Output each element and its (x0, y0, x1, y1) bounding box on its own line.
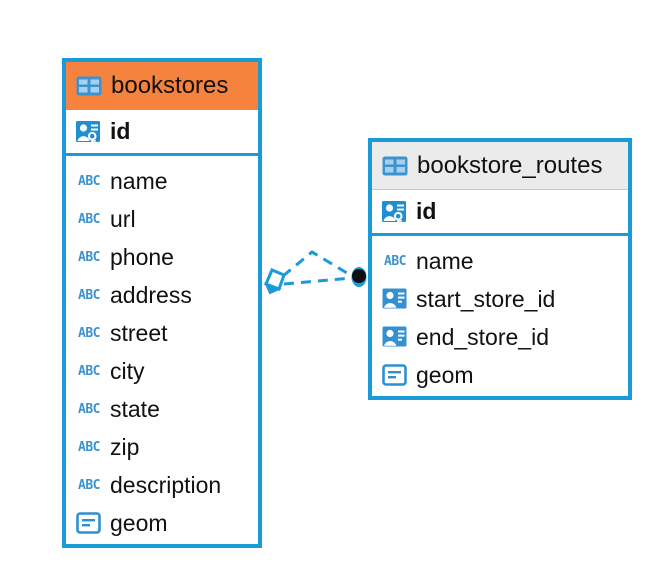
table-icon (382, 156, 408, 176)
field-row-state[interactable]: ABC state (66, 390, 258, 428)
entity-header-bookstore-routes[interactable]: bookstore_routes (372, 142, 628, 190)
field-label: name (110, 167, 168, 194)
field-row-end-store-id[interactable]: end_store_id (372, 318, 628, 356)
relationship-line-lower (283, 276, 353, 286)
primary-key-icon (382, 200, 408, 224)
field-row-url[interactable]: ABC url (66, 200, 258, 238)
filled-circle-marker (351, 267, 367, 287)
field-label: state (110, 395, 160, 422)
field-label: name (416, 247, 474, 274)
abc-icon: ABC (78, 325, 100, 341)
foreign-key-icon (382, 288, 408, 310)
field-label: description (110, 471, 222, 498)
field-row-name[interactable]: ABC name (372, 242, 628, 280)
field-row-address[interactable]: ABC address (66, 276, 258, 314)
field-label: street (110, 319, 168, 346)
abc-icon: ABC (78, 211, 100, 227)
geometry-icon (76, 512, 102, 534)
field-label: geom (416, 361, 474, 388)
abc-icon: ABC (78, 249, 100, 265)
field-row-phone[interactable]: ABC phone (66, 238, 258, 276)
field-label: end_store_id (416, 323, 549, 350)
abc-icon: ABC (384, 253, 406, 269)
table-icon (76, 76, 102, 96)
field-label: city (110, 357, 145, 384)
abc-icon: ABC (78, 401, 100, 417)
foreign-key-icon (382, 326, 408, 348)
entity-title: bookstore_routes (417, 151, 603, 179)
field-label: id (110, 118, 131, 144)
abc-icon: ABC (78, 477, 100, 493)
entity-header-bookstores[interactable]: bookstores (66, 62, 258, 110)
abc-icon: ABC (78, 439, 100, 455)
field-label: phone (110, 243, 174, 270)
primary-key-icon (76, 120, 102, 144)
abc-icon: ABC (78, 363, 100, 379)
field-row-geom[interactable]: geom (66, 504, 258, 542)
entity-title: bookstores (111, 72, 229, 99)
entity-bookstores[interactable]: bookstores id ABC (62, 58, 262, 548)
field-label: url (110, 205, 136, 232)
field-label: start_store_id (416, 285, 556, 312)
field-row-start-store-id[interactable]: start_store_id (372, 280, 628, 318)
field-row-geom[interactable]: geom (372, 356, 628, 394)
field-label: geom (110, 509, 168, 536)
field-label: id (416, 198, 437, 224)
field-row-primary-key[interactable]: id (66, 110, 258, 156)
field-row-primary-key[interactable]: id (372, 190, 628, 236)
field-row-zip[interactable]: ABC zip (66, 428, 258, 466)
geometry-icon (382, 364, 408, 386)
field-row-city[interactable]: ABC city (66, 352, 258, 390)
entity-bookstore-routes[interactable]: bookstore_routes id ABC (368, 138, 632, 400)
abc-icon: ABC (78, 287, 100, 303)
field-list-bookstore-routes: ABC name start_store_id (372, 236, 628, 394)
field-row-street[interactable]: ABC street (66, 314, 258, 352)
field-row-name[interactable]: ABC name (66, 162, 258, 200)
field-label: zip (110, 433, 140, 460)
field-label: address (110, 281, 192, 308)
field-list-bookstores: ABC name ABC url ABC phone ABC address A… (66, 156, 258, 542)
relationship-line-upper (282, 250, 353, 278)
field-row-description[interactable]: ABC description (66, 466, 258, 504)
diamond-marker (264, 268, 286, 295)
abc-icon: ABC (78, 173, 100, 189)
